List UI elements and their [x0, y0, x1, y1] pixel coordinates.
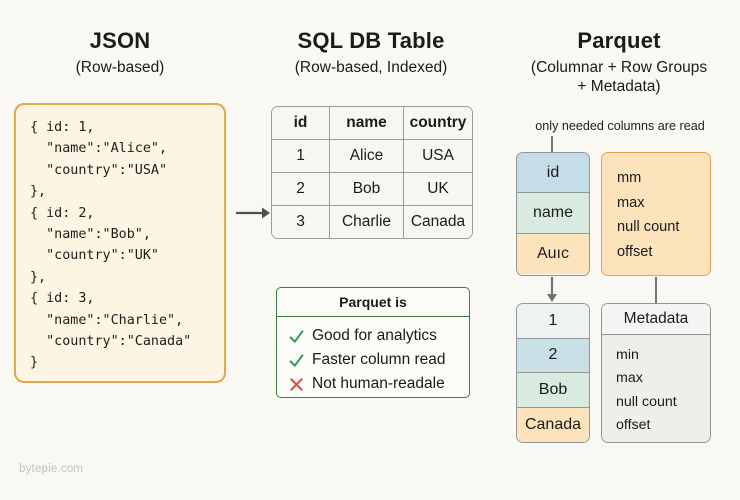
cell-country: USA — [404, 140, 472, 173]
cell-country: Canada — [404, 206, 472, 238]
list-item: Faster column read — [288, 348, 469, 372]
list-item-label: Not human-readale — [312, 375, 445, 392]
cell-country: UK — [404, 173, 472, 206]
cell-name: Charlie — [330, 206, 404, 238]
column-cell-id: id — [517, 153, 589, 194]
json-code-panel: { id: 1, "name":"Alice", "country":"USA"… — [14, 103, 226, 383]
parquet-rowgroup-stack: 1 2 Bob Canada — [516, 303, 590, 443]
parquet-stats-panel: mm max null count offset — [601, 152, 711, 276]
cell-id: 1 — [272, 140, 330, 173]
check-icon — [289, 353, 304, 367]
parquet-metadata-panel: Metadata min max null count offset — [601, 303, 711, 443]
sql-subtitle: (Row-based, Indexed) — [294, 58, 448, 76]
cell-name: Bob — [330, 173, 404, 206]
stats-line-max: max — [617, 194, 645, 211]
rowgroup-cell-canada: Canada — [517, 407, 589, 442]
arrow-down-icon — [547, 277, 557, 302]
connector-line-metadata — [655, 277, 657, 303]
parquet-stats-lines: mm max null count offset — [602, 153, 710, 264]
column-header-country: country — [404, 107, 472, 140]
rowgroup-cell-1: 1 — [517, 304, 589, 339]
column-header-id: id — [272, 107, 330, 140]
table-row: 2 Bob UK — [272, 173, 472, 206]
cross-icon — [290, 377, 303, 391]
list-item-label: Good for analytics — [312, 327, 437, 344]
list-item: Not human-readale — [288, 372, 469, 396]
table-row: 1 Alice USA — [272, 140, 472, 173]
sql-column-heading: SQL DB Table (Row-based, Indexed) — [256, 27, 486, 77]
rowgroup-cell-2: 2 — [517, 338, 589, 373]
parquet-column-heading: Parquet (Columnar + Row Groups + Metadat… — [500, 27, 738, 96]
stats-line-min: mm — [617, 170, 642, 186]
sql-db-table: id name country 1 Alice USA 2 Bob UK 3 C… — [271, 106, 473, 239]
metadata-title: Metadata — [602, 304, 710, 335]
cell-id: 2 — [272, 173, 330, 206]
watermark: bytepie.com — [19, 463, 84, 475]
json-column-heading: JSON (Row-based) — [14, 27, 226, 77]
cell-id: 3 — [272, 206, 330, 238]
metadata-line-min: min — [616, 347, 639, 363]
metadata-line-offset: offset — [616, 417, 651, 434]
connector-line-top — [551, 136, 553, 154]
sql-title: SQL DB Table — [297, 28, 445, 53]
column-cell-name: name — [517, 193, 589, 234]
stats-line-offset: offset — [617, 243, 653, 260]
column-header-name: name — [330, 107, 404, 140]
parquet-caption: only needed columns are read — [535, 119, 705, 133]
metadata-line-null-count: null count — [616, 393, 677, 410]
column-cell-country: Auıc — [517, 233, 589, 274]
arrow-right-icon — [236, 207, 270, 219]
list-item-label: Faster column read — [312, 351, 446, 368]
json-title: JSON — [89, 28, 151, 53]
parquet-columns-stack: id name Auıc — [516, 152, 590, 276]
list-item: Good for analytics — [288, 324, 469, 348]
parquet-title: Parquet — [577, 28, 661, 53]
parquet-is-title: Parquet is — [277, 288, 469, 317]
parquet-is-panel: Parquet is Good for analytics Faster col… — [276, 287, 470, 398]
json-subtitle: (Row-based) — [75, 58, 165, 76]
table-header-row: id name country — [272, 107, 472, 140]
parquet-is-list: Good for analytics Faster column read No… — [277, 317, 469, 396]
parquet-subtitle: (Columnar + Row Groups + Metadata) — [530, 58, 708, 95]
metadata-lines: min max null count offset — [602, 335, 710, 438]
check-icon — [289, 329, 304, 343]
metadata-line-max: max — [616, 370, 643, 387]
stats-line-null-count: null count — [617, 219, 680, 236]
cell-name: Alice — [330, 140, 404, 173]
json-code-text: { id: 1, "name":"Alice", "country":"USA"… — [30, 120, 192, 371]
table-row: 3 Charlie Canada — [272, 206, 472, 238]
rowgroup-cell-bob: Bob — [517, 373, 589, 408]
